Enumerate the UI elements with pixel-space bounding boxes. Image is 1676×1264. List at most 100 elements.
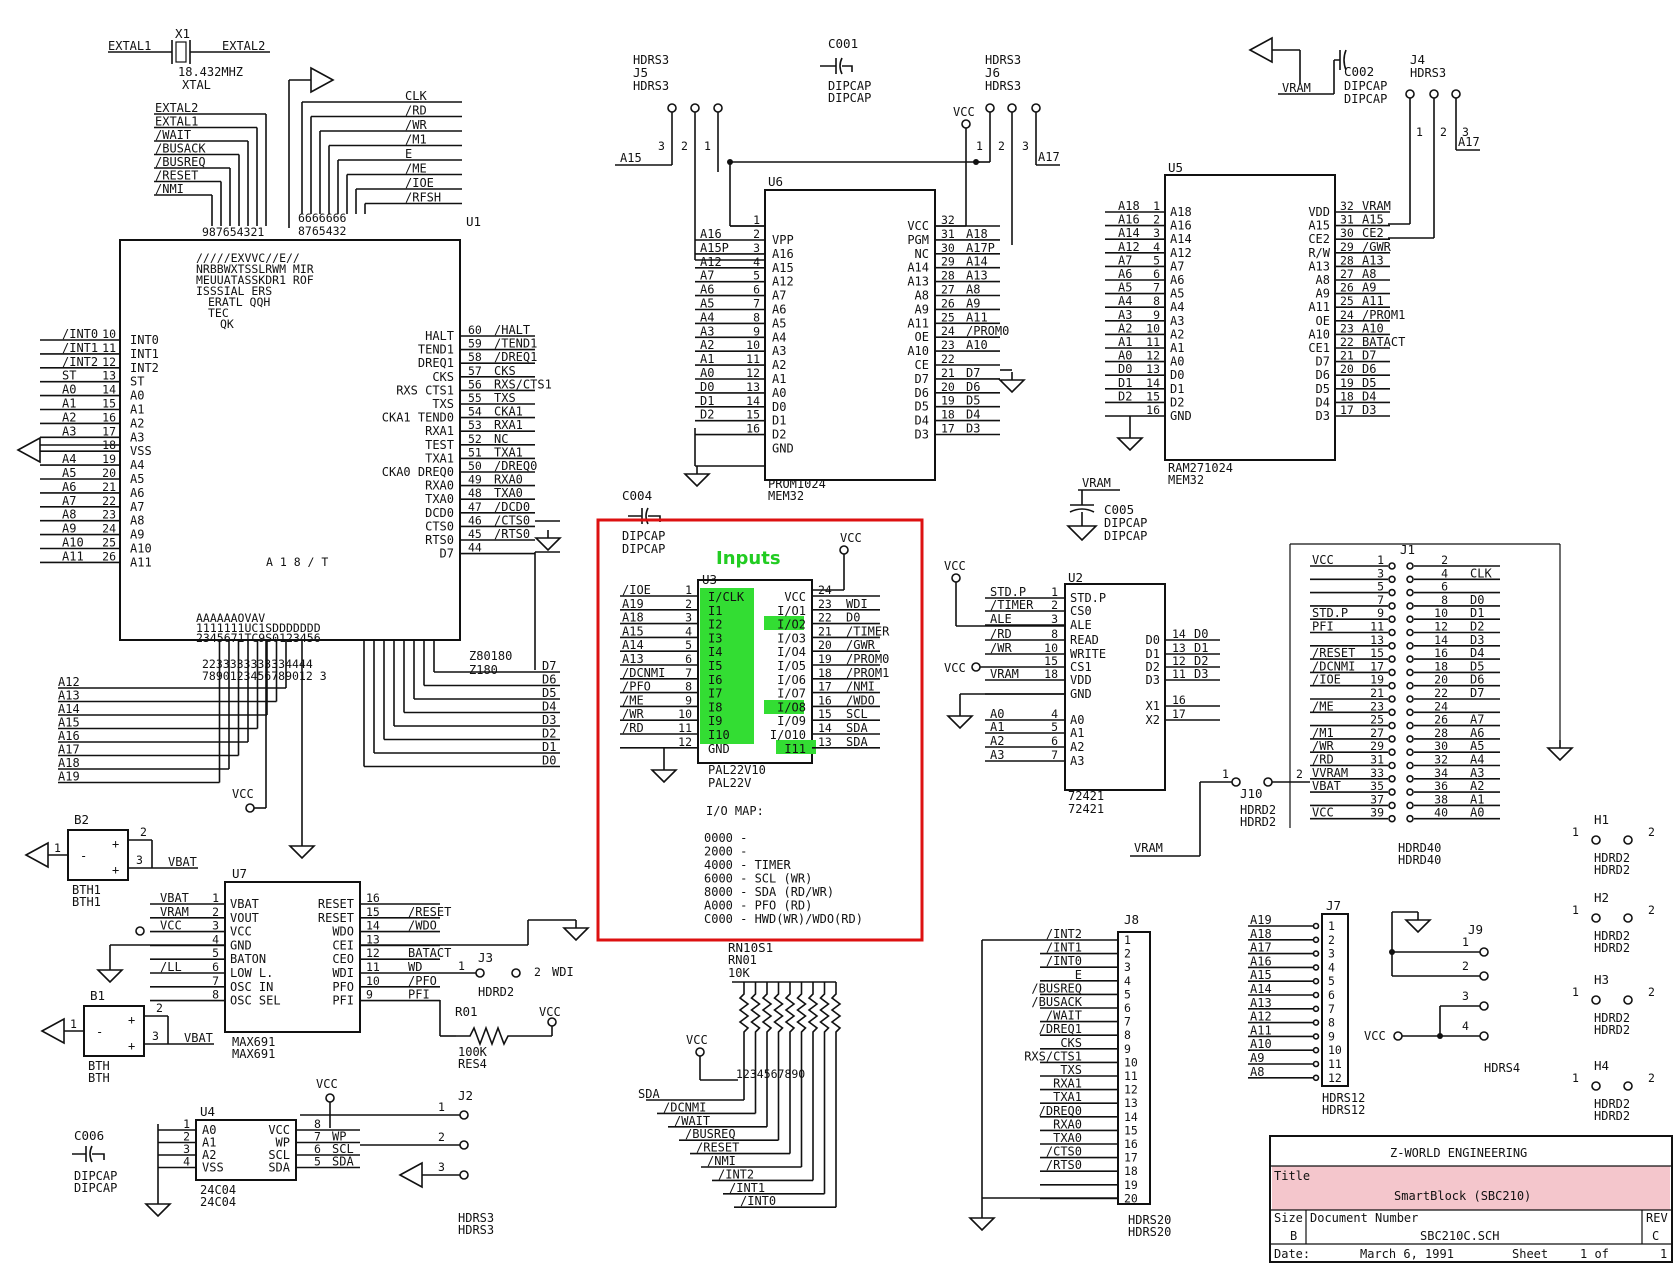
net-label: /NMI (707, 1154, 736, 1168)
part-name: HDRS3 (985, 53, 1021, 67)
pin-name: CKS (432, 370, 454, 384)
net-label: A0 (62, 383, 76, 397)
pin-name: D3 (1316, 409, 1330, 423)
pin-number: 23 (1370, 699, 1384, 713)
ref-designator: U1 (466, 214, 481, 229)
net-label: A17 (1458, 135, 1480, 149)
pin-number: 1 (1462, 935, 1469, 949)
vcc-terminal (245, 803, 255, 813)
pin-name: A13 (1308, 259, 1330, 273)
pin-number: 2 (1051, 598, 1058, 612)
io-highlight (764, 616, 804, 630)
pin-name: ALE (1070, 618, 1092, 632)
pin-name: D0 (772, 400, 786, 414)
pin-number: 4 (1124, 974, 1131, 988)
pin-number: 5 (314, 1155, 321, 1169)
resistor-icon (456, 1025, 552, 1047)
pin-number: 17 (1340, 403, 1354, 417)
net-label: D7 (542, 659, 556, 673)
connector-pin (1388, 735, 1396, 743)
pin-number: 28 (1434, 726, 1448, 740)
pin-name: DCD0 (425, 506, 454, 520)
pin-name: A16 (1170, 219, 1192, 233)
pin-name: CE2 (1308, 232, 1330, 246)
pin-name: A12 (772, 275, 794, 289)
pin-number: 2 (1648, 825, 1655, 839)
connector-pin (1406, 562, 1414, 570)
pin-number: 17 (1370, 659, 1384, 673)
connector-pin (1406, 814, 1414, 823)
pin-number: 4 (212, 932, 219, 946)
pin-number: 22 (818, 611, 832, 625)
net-label: D4 (966, 408, 980, 422)
drawing-title: SmartBlock (SBC210) (1394, 1189, 1531, 1203)
net-label: /WAIT (1046, 1009, 1082, 1023)
ground-icon (534, 530, 562, 552)
pin-number: 6 (1153, 267, 1160, 281)
pin-number: 2 (998, 139, 1005, 153)
ref-designator: U2 (1068, 570, 1083, 585)
vcc-terminal (325, 1093, 335, 1103)
pin-number: 1 (1416, 125, 1423, 139)
ref-designator: J8 (1124, 912, 1139, 927)
ref-designator: U3 (702, 572, 717, 587)
net-label: EXTAL1 (155, 115, 198, 129)
pin-number: 7 (314, 1130, 321, 1144)
connector-pin (1406, 735, 1414, 743)
net-label: VCC (840, 531, 862, 545)
net-label: /RTS0 (1046, 1158, 1082, 1172)
pin-number: 58 (468, 350, 482, 364)
rev-value: C (1652, 1229, 1659, 1243)
net-label: /CTS0 (494, 513, 530, 527)
ref-designator: X1 (175, 26, 190, 41)
pin-number: 1 (1572, 825, 1579, 839)
pin-number: 1 (1328, 919, 1335, 933)
ref-designator: R01 (455, 1004, 478, 1019)
pin-name: D3 (915, 428, 929, 442)
connector-pin (1388, 588, 1396, 597)
net-label: /GWR (846, 638, 876, 652)
vcc-terminal (961, 119, 971, 129)
net-label: A6 (62, 480, 76, 494)
pin-number: 12 (1146, 349, 1160, 363)
pin-name: VSS (130, 444, 152, 458)
pin-name: A1 (1070, 726, 1084, 740)
net-label: A8 (1362, 267, 1376, 281)
ground-icon (96, 962, 124, 984)
pin-name: RXA0 (425, 479, 454, 493)
connector-pin (1406, 708, 1414, 717)
net-label: D4 (1362, 389, 1376, 403)
net-label: /INT1 (1046, 941, 1082, 955)
iomap-row: A000 - PFO (RD) (704, 899, 812, 913)
net-label: D7 (1470, 686, 1484, 700)
net-label: /INT1 (729, 1181, 765, 1195)
resistor-icon (796, 982, 807, 1070)
pin-number: 32 (941, 213, 955, 227)
part-name: HDRD2 (1240, 815, 1276, 829)
pin-number: 17 (1172, 707, 1186, 721)
net-label: D0 (1118, 362, 1132, 376)
connector-pin (1312, 1046, 1320, 1054)
connector-pin (667, 103, 677, 113)
pin-name: D2 (1170, 395, 1184, 409)
connector-pin (1388, 748, 1396, 757)
ground-icon (40, 1017, 65, 1045)
part-name: HDRD2 (1594, 1023, 1630, 1037)
net-label: A11 (1362, 294, 1384, 308)
pin-name: A15 (772, 261, 794, 275)
pin-number: 12 (678, 735, 692, 749)
net-label: /DCNMI (622, 666, 665, 680)
net-label: /RTS0 (494, 527, 530, 541)
pin-name: WDO (332, 925, 354, 939)
pin-name: TEC (208, 306, 229, 320)
pin-name: OSC IN (230, 980, 273, 994)
net-label: RXA0 (494, 473, 523, 487)
net-label: TXA0 (1053, 1131, 1082, 1145)
pin-number: 6 (1051, 734, 1058, 748)
ground-icon (1404, 912, 1432, 934)
iomap-title: I/O MAP: (706, 804, 764, 818)
pin-number: 24 (1434, 699, 1448, 713)
